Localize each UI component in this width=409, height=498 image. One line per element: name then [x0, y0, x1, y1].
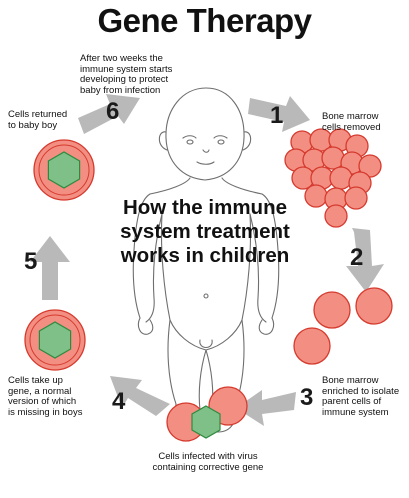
arrow-2	[346, 228, 384, 292]
step-5-label: Cells returned to baby boy	[8, 109, 68, 131]
step-3-number: 3	[300, 384, 314, 411]
cell-cluster-icon	[284, 128, 382, 228]
bone-marrow-cell	[358, 154, 382, 178]
arrow-5	[30, 236, 70, 300]
step-1-label: Bone marrow cells removed	[322, 111, 381, 133]
arrow-1	[248, 96, 310, 132]
step-4-number: 4	[112, 388, 126, 415]
step-6-number: 6	[106, 98, 120, 125]
step-3-label: Cells infected with virus containing cor…	[152, 451, 264, 473]
cell-with-gene-icon-step5	[33, 139, 95, 201]
step-2-label: Bone marrow enriched to isolate parent c…	[322, 375, 400, 418]
isolated-cell	[313, 291, 351, 329]
virus-hexagon-icon	[191, 405, 221, 439]
step-2-number: 2	[350, 244, 364, 271]
step-6-label: After two weeks the immune system starts…	[80, 53, 173, 96]
isolated-cell	[355, 287, 393, 325]
center-caption: How the immune system treatment works in…	[120, 196, 290, 267]
page-title: Gene Therapy	[97, 2, 312, 39]
bone-marrow-cell	[324, 204, 348, 228]
arrow-4	[110, 376, 170, 416]
cell-with-gene-icon-step4	[24, 309, 86, 371]
step-4-label: Cells take up gene, a normal version of …	[8, 375, 83, 418]
cell-group-icon	[293, 287, 393, 365]
arrow-3	[236, 390, 296, 426]
gene-hexagon	[47, 151, 81, 189]
step-1-number: 1	[270, 102, 284, 129]
gene-hexagon	[38, 321, 72, 359]
bone-marrow-cell	[344, 186, 368, 210]
step-5-number: 5	[24, 248, 38, 275]
isolated-cell	[293, 327, 331, 365]
cycle-arrows	[30, 94, 384, 426]
arrow-6	[78, 94, 140, 134]
